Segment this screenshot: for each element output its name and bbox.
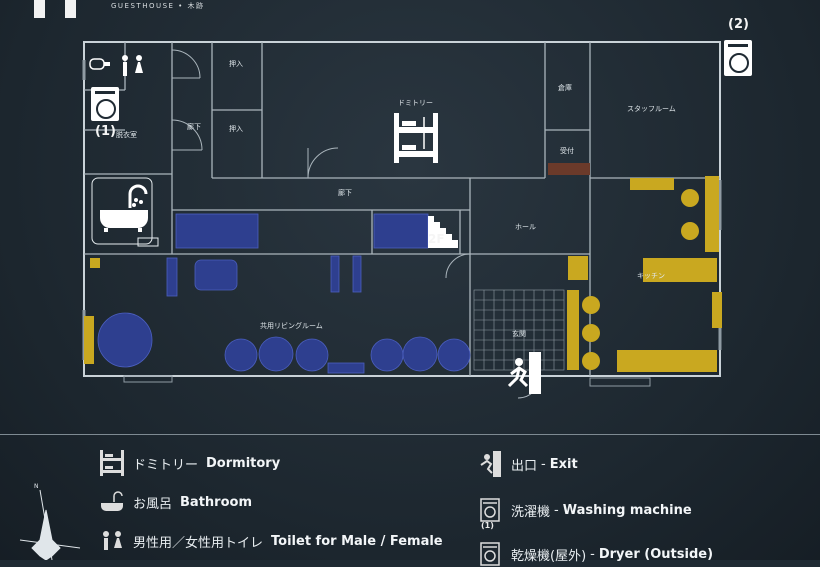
legend-dryer-jp: 乾燥機(屋外) <box>511 548 587 564</box>
legend-toilet-en: Toilet for Male / Female <box>271 533 443 549</box>
legend-bathroom: お風呂 Bathroom <box>99 489 252 515</box>
legend-dryer: 乾燥機(屋外) - Dryer (Outside) <box>477 541 713 567</box>
legend-washer-en: Washing machine <box>562 502 692 518</box>
stairs-2f-label: 2F <box>428 232 445 246</box>
room-storage-2: 押入 <box>229 125 243 133</box>
legend-washer-jp: 洗濯機 <box>511 504 551 520</box>
legend-dormitory-jp: ドミトリー <box>133 457 199 473</box>
reception-desk <box>548 163 590 175</box>
room-hallway-1: 廊下 <box>187 123 201 131</box>
exit-icon <box>477 451 503 477</box>
washing-machine-icon <box>724 40 752 76</box>
room-staff: スタッフルーム <box>627 105 676 113</box>
brand-name: GUESTHOUSE • 木跡 <box>111 2 205 10</box>
toilet-icon <box>88 53 148 79</box>
room-hallway-2: 廊下 <box>338 189 352 197</box>
room-reception: 受付 <box>560 147 574 155</box>
exit-icon <box>507 352 541 394</box>
bathtub-icon <box>96 184 154 234</box>
room-entrance: 玄関 <box>512 330 526 338</box>
room-dressing: 脱衣室 <box>116 131 137 139</box>
legend-exit: 出口 - Exit <box>477 451 578 477</box>
room-hall: ホール <box>515 223 536 231</box>
washer-2-marker: (2) <box>728 17 749 32</box>
legend-dormitory-en: Dormitory <box>206 455 281 471</box>
legend-washer-num: (1) <box>481 521 494 530</box>
room-living: 共用リビングルーム <box>260 322 323 330</box>
legend-washer: 洗濯機 - Washing machine <box>477 497 692 523</box>
legend-bathroom-jp: お風呂 <box>133 496 173 512</box>
washing-machine-icon <box>91 87 119 121</box>
room-dormitory: ドミトリー <box>398 99 433 107</box>
legend-toilet: 男性用／女性用トイレ Toilet for Male / Female <box>99 528 443 554</box>
bunk-bed-icon <box>99 450 125 476</box>
legend-bathroom-en: Bathroom <box>180 494 252 510</box>
brand-logo <box>34 0 76 18</box>
compass-north-label: N <box>34 483 39 490</box>
legend-toilet-jp: 男性用／女性用トイレ <box>133 535 264 551</box>
room-kitchen: キッチン <box>637 272 665 280</box>
legend-divider <box>0 434 820 435</box>
legend-dormitory: ドミトリー Dormitory <box>99 450 280 476</box>
bunk-bed-icon <box>394 113 438 163</box>
washing-machine-icon <box>477 497 503 523</box>
dryer-icon <box>477 541 503 567</box>
toilet-icon <box>99 528 125 554</box>
legend-dryer-en: Dryer (Outside) <box>598 546 714 562</box>
legend-exit-en: Exit <box>549 456 578 472</box>
room-storage-1: 押入 <box>229 60 243 68</box>
bathtub-icon <box>99 489 125 515</box>
compass <box>19 489 81 560</box>
legend-exit-jp: 出口 <box>511 458 538 474</box>
stairs <box>373 213 429 249</box>
room-warehouse: 倉庫 <box>558 84 572 92</box>
washer-1-marker: (1) <box>95 124 116 139</box>
